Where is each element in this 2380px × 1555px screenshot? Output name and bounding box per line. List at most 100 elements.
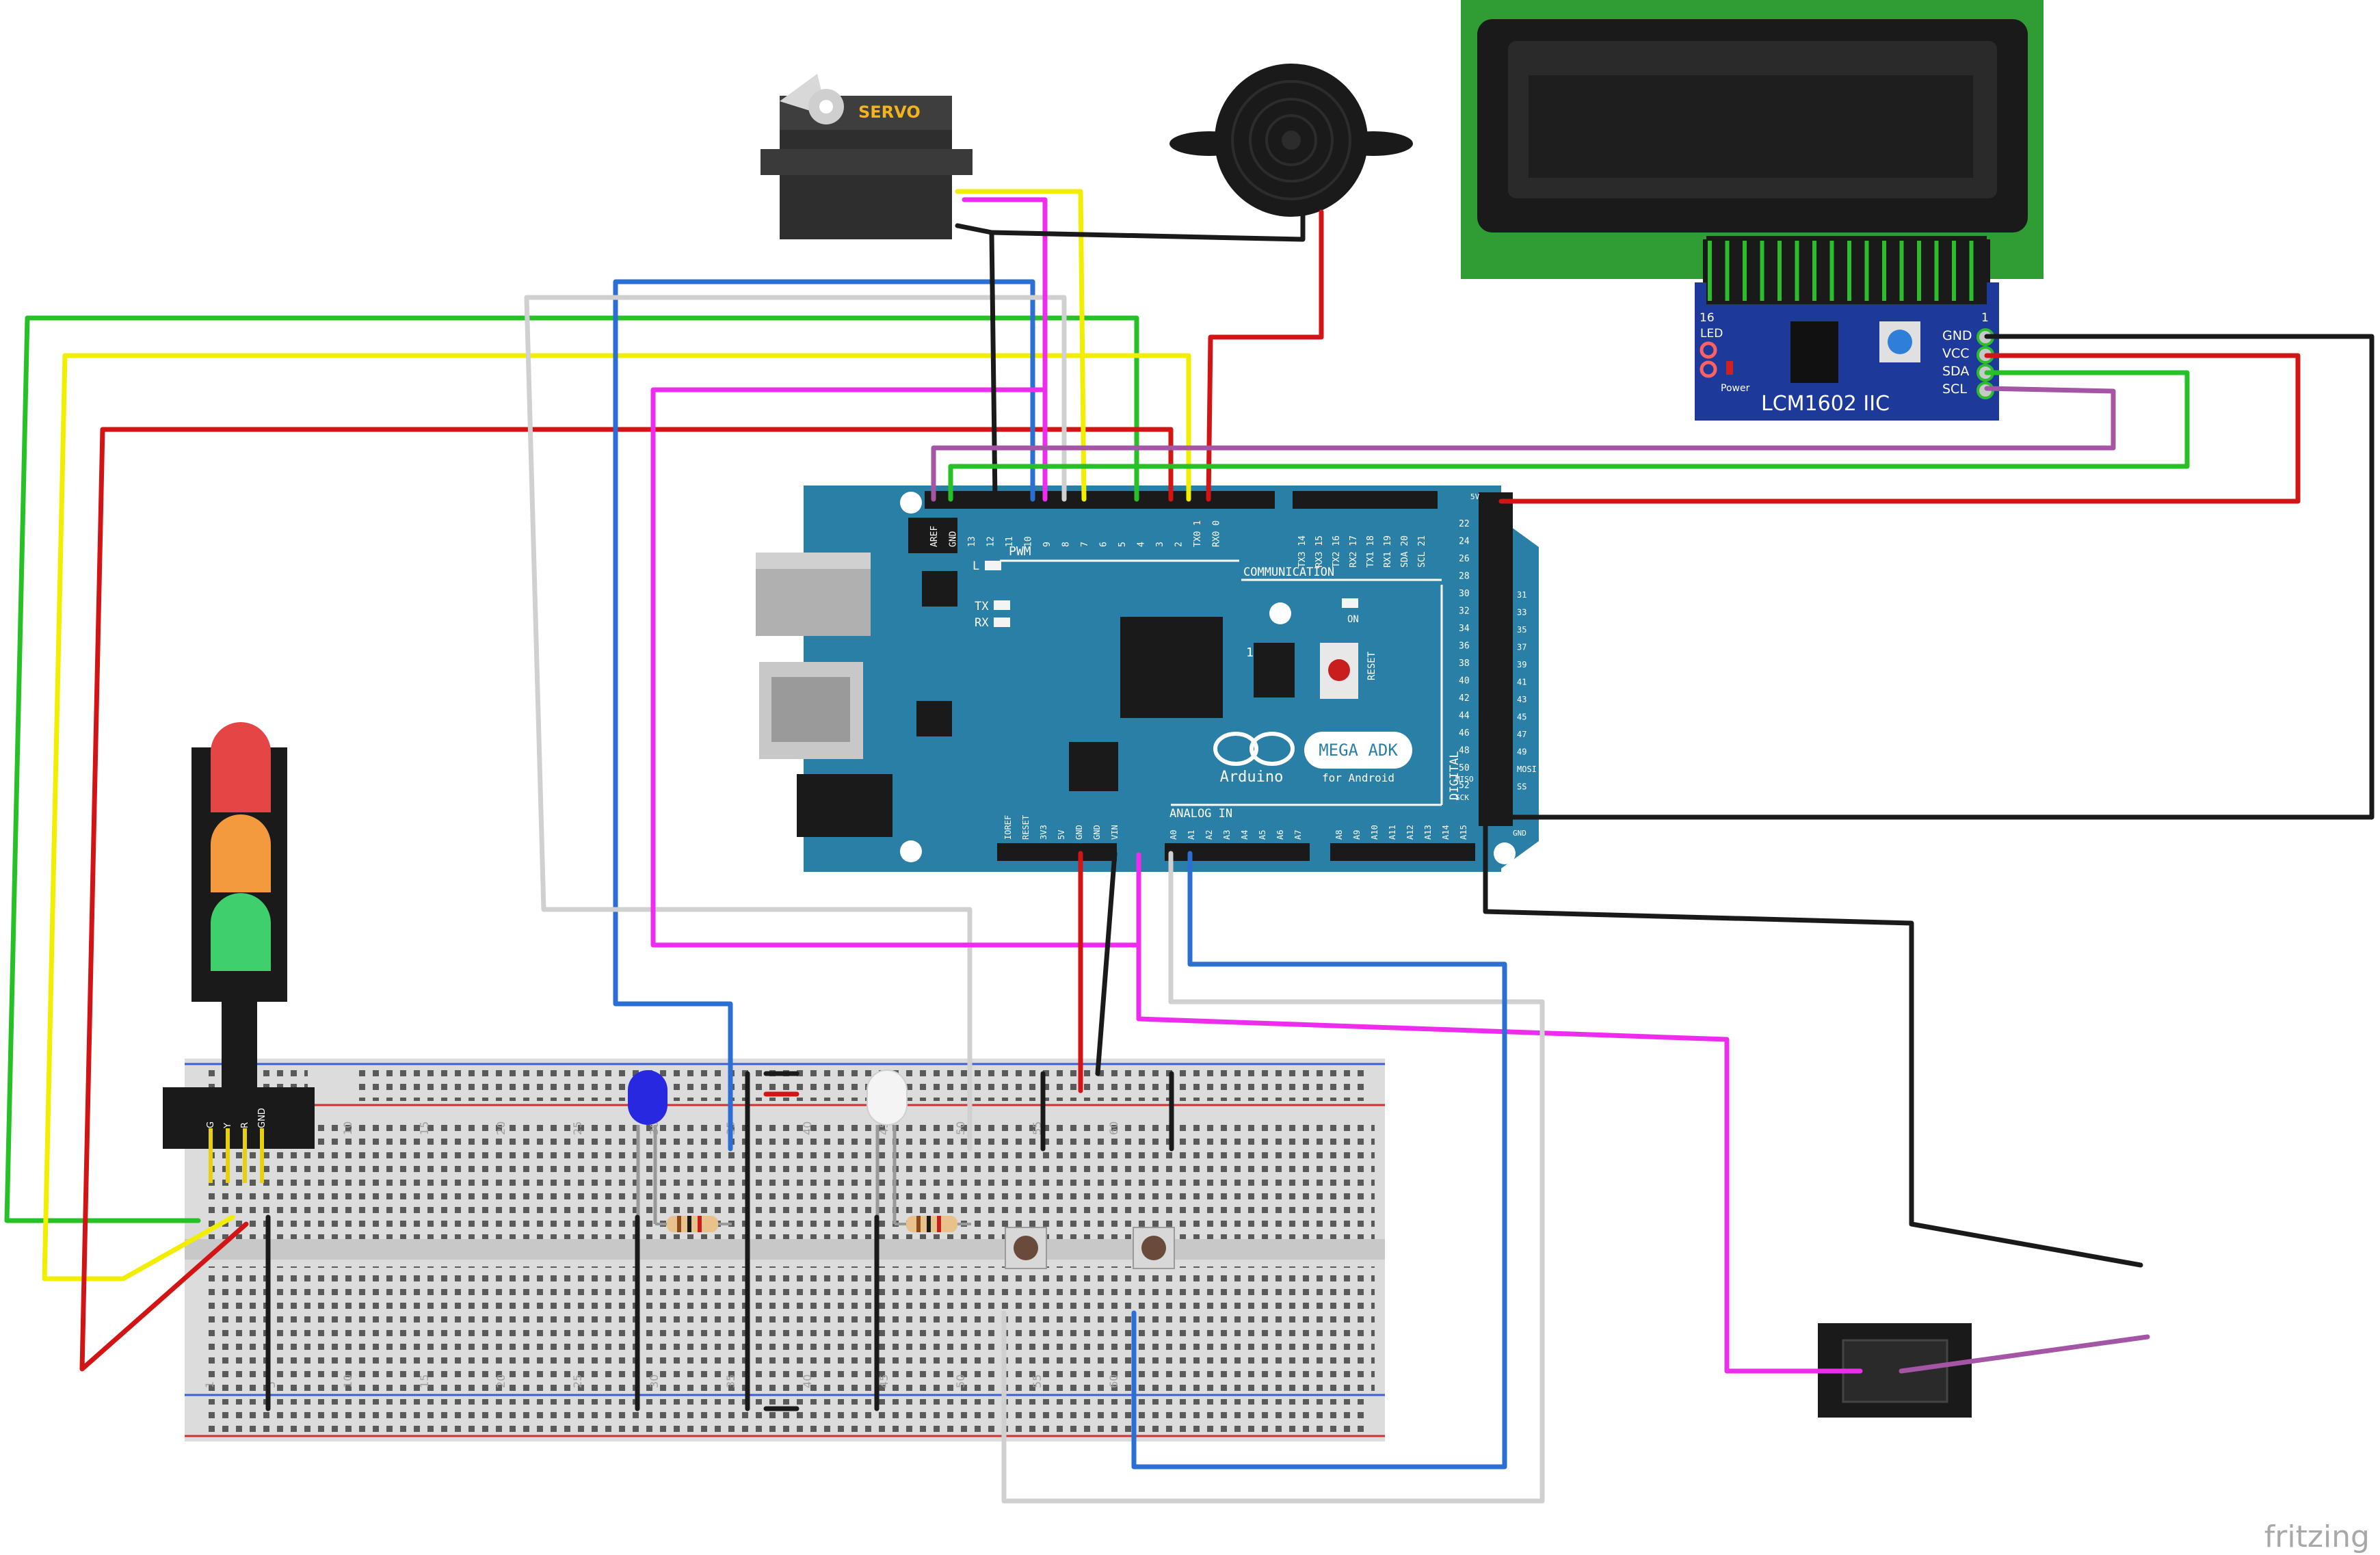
top-pin-label: 4 [1137, 542, 1147, 547]
misc-pin-label: MISO [1455, 775, 1474, 784]
top-pin-label: 10 [1024, 536, 1034, 547]
digital-pin-label: 47 [1517, 730, 1526, 739]
breadboard-col-number: 10 [341, 1374, 354, 1388]
lcd-pin-gnd: GND [1942, 328, 1972, 343]
arduino-mega-board [756, 486, 1539, 872]
svg-text:G: G [206, 1121, 216, 1128]
top-pin-label: TX0 1 [1193, 520, 1203, 547]
power-pin-label: RESET [1021, 815, 1031, 840]
power-pin-label: IOREF [1003, 815, 1013, 840]
right-pin-labels: 2224262830323436384042444648505231333537… [1455, 492, 1537, 838]
digital-pin-label: MOSI [1517, 765, 1537, 774]
digital-pin-label: SS [1517, 782, 1526, 792]
breadboard-col-number: 5 [265, 1381, 278, 1388]
misc-pin-label: GND [1513, 829, 1526, 838]
breadboard-col-number: 40 [801, 1374, 814, 1388]
blue-led [628, 1070, 667, 1224]
analog-pin-label: A12 [1405, 825, 1415, 840]
digital-pin-label: 40 [1459, 676, 1470, 687]
breadboard-col-number: 40 [801, 1121, 814, 1135]
analog-pin-label: A7 [1293, 830, 1303, 840]
lcd-pin-scl: SCL [1942, 382, 1967, 397]
digital-pin-label: 46 [1459, 728, 1470, 739]
analog-pin-label: A14 [1441, 825, 1451, 840]
digital-pin-label: 31 [1517, 590, 1526, 600]
top-pin-label: GND [949, 531, 959, 547]
digital-pin-label: 45 [1517, 713, 1526, 722]
top-pin-label: 5 [1118, 542, 1128, 547]
lcd-module-label: LCM1602 IIC [1761, 392, 1890, 416]
misc-pin-label: SCK [1455, 793, 1469, 802]
digital-pin-label: 34 [1459, 624, 1470, 634]
top-pin-label: 7 [1080, 542, 1090, 547]
breadboard-col-number: 25 [571, 1121, 584, 1135]
buzzer [1169, 64, 1413, 217]
svg-text:R: R [240, 1122, 250, 1128]
arduino-model-sub: for Android [1322, 771, 1394, 784]
on-label: ON [1347, 614, 1359, 625]
digital-pin-label: 24 [1459, 537, 1470, 547]
analog-pin-label: A9 [1352, 830, 1362, 840]
digital-label: DIGITAL [1448, 751, 1462, 800]
analog-pin-label: A8 [1334, 830, 1344, 840]
top-pin-label: TX1 18 [1366, 535, 1376, 568]
digital-pin-label: 26 [1459, 554, 1470, 564]
svg-text:GND: GND [257, 1108, 267, 1128]
lcd-1602-display [1461, 0, 2044, 287]
digital-pin-label: 52 [1459, 781, 1470, 791]
power-pin-label: 3V3 [1039, 825, 1048, 840]
analog-pin-label: A13 [1423, 825, 1433, 840]
analog-pin-label: A4 [1240, 830, 1250, 840]
top-pin-label: RX3 15 [1314, 535, 1325, 568]
power-pin-label: VIN [1110, 825, 1120, 840]
analog-pin-label: A3 [1222, 830, 1232, 840]
digital-pin-label: 22 [1459, 519, 1470, 529]
breadboard-col-number: 55 [1031, 1374, 1044, 1388]
top-pin-label: 6 [1099, 542, 1109, 547]
digital-pin-label: 42 [1459, 693, 1470, 704]
digital-pin-label: 35 [1517, 625, 1526, 635]
breadboard-col-number: 20 [494, 1374, 507, 1388]
digital-pin-label: 38 [1459, 659, 1470, 669]
traffic-light-pin-labels: G Y R GND [206, 1108, 267, 1129]
top-pin-label: RX2 17 [1349, 535, 1359, 568]
analog-pin-label: A11 [1388, 825, 1397, 840]
resistor-1 [655, 1216, 732, 1232]
power-pin-label: GND [1092, 825, 1102, 840]
digital-pin-label: 50 [1459, 763, 1470, 773]
digital-pin-label: 41 [1517, 678, 1526, 687]
lcd-pin-sda: SDA [1942, 364, 1969, 379]
digital-pin-label: 32 [1459, 607, 1470, 617]
breadboard-col-number: 1 [203, 1381, 216, 1388]
digital-pin-label: 43 [1517, 695, 1526, 704]
breadboard-col-number: 60 [1107, 1121, 1120, 1135]
servo-label: SERVO [858, 103, 921, 122]
digital-pin-label: 33 [1517, 608, 1526, 617]
top-pin-label: 8 [1061, 542, 1072, 547]
traffic-light-module [163, 722, 315, 1183]
pwm-label: PWM [1009, 544, 1031, 559]
l-led-label: L [973, 559, 979, 573]
lcd-pin-vcc: VCC [1942, 346, 1970, 361]
lcd-led-label: LED [1700, 327, 1723, 341]
digital-pin-label: 48 [1459, 746, 1470, 756]
analog-pin-label: A10 [1370, 825, 1379, 840]
digital-pin-label: 36 [1459, 641, 1470, 652]
power-pin-label: 5V [1057, 830, 1066, 840]
misc-pin-label: 5V [1470, 492, 1480, 501]
top-pin-label: 2 [1174, 542, 1185, 547]
tx-label: TX [975, 600, 989, 613]
power-pin-label: GND [1074, 825, 1084, 840]
top-pin-label: AREF [929, 526, 940, 547]
resistor-2 [895, 1216, 971, 1232]
lcd-pin-16-label: 16 [1700, 311, 1715, 325]
breadboard-col-number: 30 [648, 1374, 661, 1388]
top-pin-label: TX2 16 [1332, 535, 1342, 568]
arduino-brand: Arduino [1220, 769, 1284, 786]
top-pin-label: 9 [1042, 542, 1053, 547]
digital-pin-label: 37 [1517, 643, 1526, 652]
svg-text:Y: Y [223, 1123, 233, 1129]
breadboard-col-number: 60 [1107, 1374, 1120, 1388]
